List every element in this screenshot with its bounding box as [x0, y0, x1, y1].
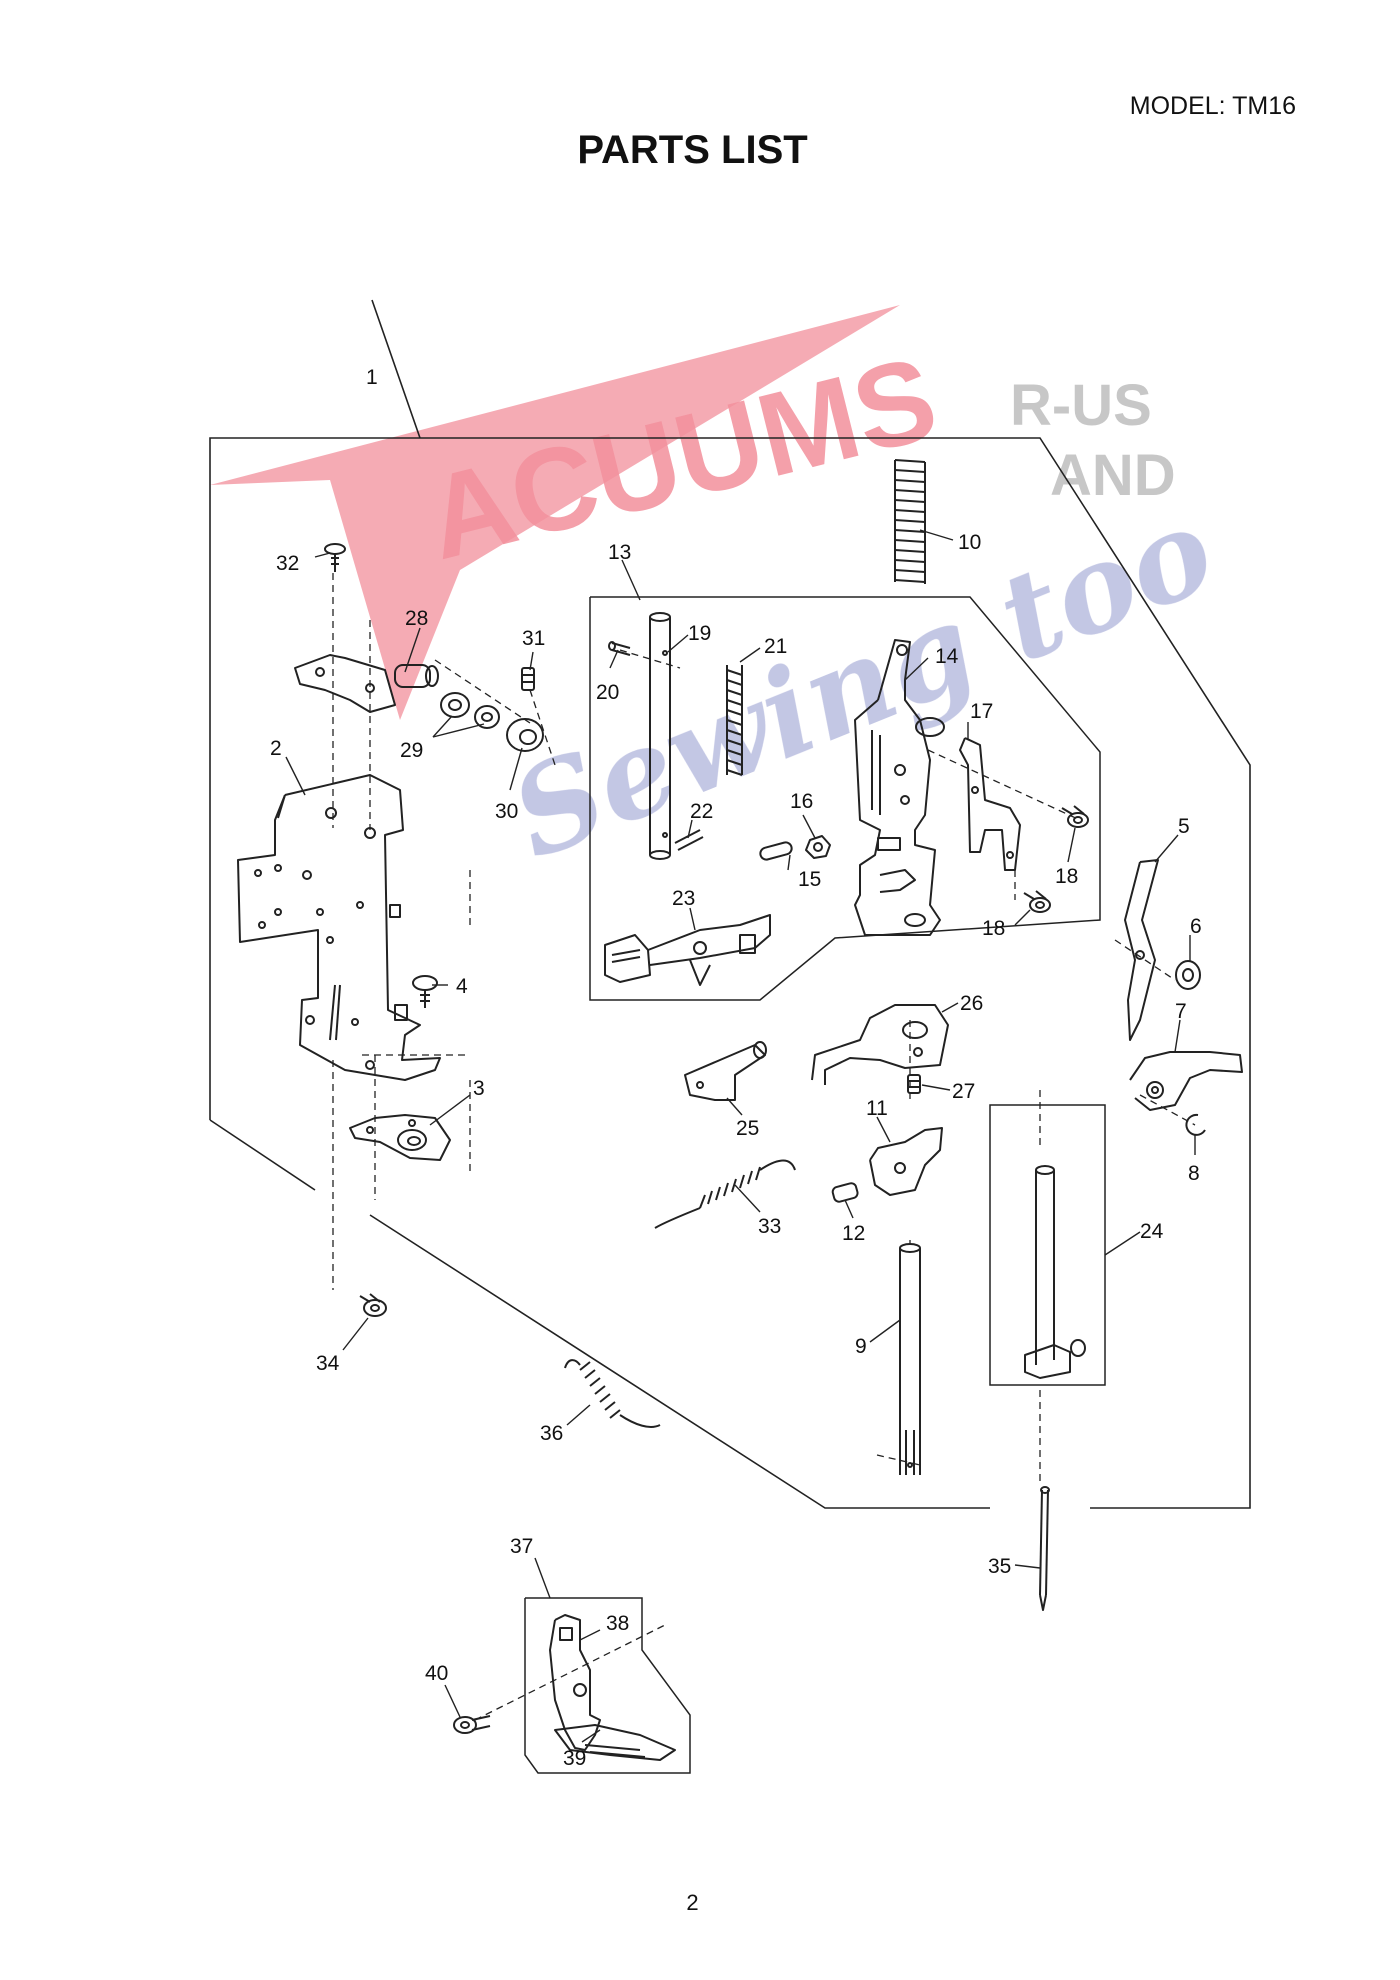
callout-40: 40 — [425, 1662, 448, 1685]
part-6-washer — [1175, 960, 1201, 990]
callout-35: 35 — [988, 1555, 1011, 1578]
part-26-lever — [811, 1004, 949, 1085]
part-32-screw — [324, 543, 346, 572]
part-14-frame — [854, 639, 945, 936]
part-40-screw — [453, 1715, 491, 1734]
callout-16: 16 — [790, 790, 813, 813]
callout-8: 8 — [1188, 1162, 1200, 1185]
callout-2: 2 — [270, 737, 282, 760]
part-27-setscrew — [907, 1074, 921, 1094]
callout-11: 11 — [866, 1097, 888, 1120]
part-31-setscrew — [521, 667, 535, 691]
part-21-spring — [726, 665, 743, 776]
parts — [237, 459, 1243, 1761]
callout-12: 12 — [842, 1222, 865, 1245]
watermark-word-and: AND — [1050, 443, 1176, 508]
callout-7: 7 — [1175, 1000, 1187, 1023]
callout-3: 3 — [473, 1077, 485, 1100]
callout-23: 23 — [672, 887, 695, 910]
callout-26: 26 — [960, 992, 983, 1015]
callout-36: 36 — [540, 1422, 563, 1445]
part-2-main-plate — [237, 774, 441, 1081]
part-15-pin — [759, 841, 793, 861]
callout-14: 14 — [935, 645, 959, 668]
part-30-collar — [506, 718, 544, 752]
callout-30: 30 — [495, 800, 518, 823]
callout-29: 29 — [400, 739, 423, 762]
callout-4: 4 — [456, 975, 468, 998]
part-12-setscrew — [831, 1182, 859, 1203]
part-22-pin — [674, 829, 704, 851]
part-10-spring — [894, 459, 926, 584]
callout-33: 33 — [758, 1215, 781, 1238]
part-13-rod — [649, 612, 671, 860]
callout-19: 19 — [688, 622, 711, 645]
part-3-plate — [349, 1114, 451, 1161]
part-33-spring — [654, 1159, 796, 1229]
callout-6: 6 — [1190, 915, 1202, 938]
callout-28: 28 — [405, 607, 428, 630]
callout-9: 9 — [855, 1335, 867, 1358]
callout-15: 15 — [798, 868, 821, 891]
subassembly-frame — [589, 596, 1101, 1001]
page-number: 2 — [686, 1890, 699, 1915]
part-18-screw-bottom — [1023, 890, 1051, 913]
callout-5: 5 — [1178, 815, 1190, 838]
callout-21: 21 — [764, 635, 787, 658]
needle-bar-box — [989, 1104, 1106, 1386]
callout-24: 24 — [1140, 1220, 1164, 1243]
part-8-ering — [1185, 1113, 1206, 1136]
page-title: PARTS LIST — [577, 128, 808, 172]
part-37-presser-foot — [549, 1614, 676, 1761]
callout-17: 17 — [970, 700, 993, 723]
callout-39: 39 — [563, 1747, 586, 1770]
part-16-nut — [805, 835, 831, 859]
part-4-screw — [412, 975, 438, 1008]
callout-32: 32 — [276, 552, 299, 575]
callout-25: 25 — [736, 1117, 759, 1140]
part-23-selector — [604, 914, 771, 986]
callout-38: 38 — [606, 1612, 629, 1635]
part-5-lever — [1124, 859, 1159, 1041]
part-36-spring — [564, 1359, 661, 1428]
callout-1: 1 — [366, 366, 378, 389]
model-label: MODEL: TM16 — [1129, 92, 1296, 120]
callout-13: 13 — [608, 541, 631, 564]
callout-labels: 1 2 3 4 5 6 7 8 9 10 11 12 13 14 15 16 1… — [270, 366, 1202, 1770]
assembly-frame — [209, 299, 1251, 1509]
part-35-needle — [1039, 1486, 1050, 1611]
callout-18a: 18 — [1055, 865, 1078, 888]
callout-31: 31 — [522, 627, 545, 650]
part-20-pin — [608, 641, 631, 656]
presser-foot-box — [524, 1597, 691, 1774]
watermark-word-rus: R-US — [1010, 373, 1152, 438]
callout-18b: 18 — [982, 917, 1005, 940]
watermark: ACUUMS R-US AND Sewing too — [210, 305, 1232, 887]
part-28-bracket — [294, 654, 439, 713]
callout-22: 22 — [690, 800, 713, 823]
callout-20: 20 — [596, 681, 619, 704]
leader-lines — [285, 529, 1196, 1743]
part-24-needle-clamp — [1024, 1165, 1086, 1379]
callout-37: 37 — [510, 1535, 533, 1558]
part-9-needle-bar — [899, 1243, 921, 1475]
part-29-washers — [440, 692, 500, 729]
part-34-screw — [359, 1293, 387, 1317]
callout-34: 34 — [316, 1352, 340, 1375]
part-17-bracket — [959, 737, 1021, 871]
callout-10: 10 — [958, 531, 981, 554]
part-18-screw-top — [1061, 805, 1089, 828]
callout-27: 27 — [952, 1080, 975, 1103]
watermark-red-swoosh — [210, 305, 900, 720]
part-11-clamp — [869, 1127, 943, 1196]
part-7-lever — [1129, 1051, 1243, 1111]
part-25-clamp — [684, 1041, 767, 1101]
